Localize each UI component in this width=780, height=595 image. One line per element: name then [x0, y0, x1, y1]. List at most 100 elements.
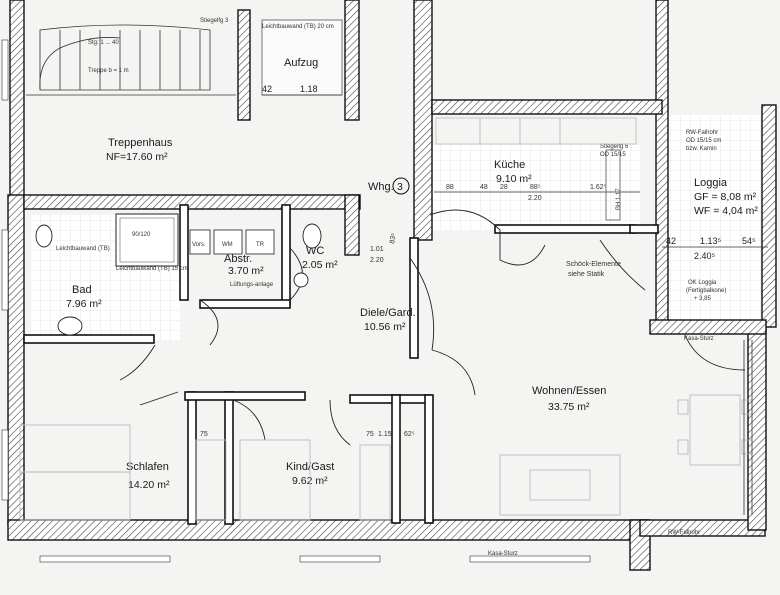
kasa-sturz-label: Kasa-Sturz — [684, 336, 714, 342]
wall-abstr-south — [199, 299, 291, 309]
wardrobe-schlafen — [195, 439, 227, 521]
dim-75-a: 75 — [200, 431, 208, 438]
wall-west-upper — [9, 0, 25, 201]
wall-west — [7, 194, 25, 526]
bh-label: BH 1,17 — [616, 188, 622, 210]
dim-220: 2.20 — [370, 257, 384, 264]
wardrobe-kind — [359, 444, 391, 521]
dim-101: 1.01 — [370, 246, 384, 253]
wall-treppenhaus-south — [23, 194, 361, 210]
rw-fallrohr-south: RW-Fallrohr — [668, 530, 700, 536]
elevator-shaft — [261, 19, 343, 96]
dim-625: 62⁵ — [404, 431, 415, 438]
dim-42-loggia: 42 — [666, 236, 676, 246]
kueche-name: Küche — [494, 159, 525, 171]
dim-115: 1.15 — [378, 431, 392, 438]
sofa-wohnen — [499, 454, 621, 516]
window-wohnen — [743, 340, 753, 515]
kueche-note-2: OD 15/15 — [600, 152, 626, 158]
windows-south — [39, 555, 591, 563]
wall-abstr-wc — [281, 204, 291, 306]
wall-bedroom-north — [184, 391, 306, 401]
bad-note-2: Leichtbauwand (TB) 15 cm — [116, 266, 188, 272]
stair-note-2: Treppe b = 1 m — [88, 68, 129, 74]
wall-south — [7, 519, 649, 541]
aufzug-note: Leichtbauwand (TB) 20 cm — [262, 24, 334, 30]
wall-east — [747, 329, 767, 531]
kueche-note-1: Stiegelfg 6 — [600, 144, 629, 150]
bad-toilet — [35, 224, 53, 248]
wohnen-name: Wohnen/Essen — [532, 385, 606, 397]
wall-core — [413, 0, 433, 241]
aufzug-name: Aufzug — [284, 57, 318, 69]
dim-1135: 1.13⁵ — [700, 236, 722, 246]
kueche-area: 9.10 m² — [496, 173, 532, 185]
dim-2405: 2.40⁵ — [694, 251, 716, 261]
wc-toilet — [302, 223, 322, 249]
wall-bad-abstr — [179, 204, 189, 301]
tub-size: 90/120 — [132, 232, 151, 238]
dim-28: 28 — [500, 184, 508, 191]
wall-bad-south — [23, 334, 155, 344]
washer-dryer — [189, 229, 275, 255]
abstr-name: Abstr. — [224, 253, 252, 265]
wall-kind-east — [391, 394, 401, 524]
ok-loggia-2: (Fertigbalkone) — [686, 288, 726, 294]
rw-note: OD 15/15 cm — [686, 138, 721, 144]
bathtub — [115, 213, 179, 267]
wall-lift-west — [237, 9, 251, 121]
ok-loggia: OK Loggia — [688, 280, 717, 286]
wall-loggia-east — [761, 104, 777, 328]
wall-kitchen-north — [431, 99, 663, 115]
whg-number: 3 — [397, 181, 403, 193]
wall-kitchen-south-end — [629, 224, 659, 234]
schoeck-label-2: siehe Statik — [568, 271, 605, 278]
stair-note-3: Stiegelfg 3 — [200, 18, 229, 24]
dim-42-lift: 42 — [262, 84, 272, 94]
dim-88: 88 — [446, 184, 454, 191]
wall-wc-east — [344, 194, 360, 256]
wall-loggia-west — [655, 0, 669, 331]
wall-kind-north — [349, 394, 431, 404]
wall-schlafen-east — [187, 391, 197, 525]
ok-loggia-3: + 3,85 — [694, 296, 712, 302]
kitchen-counter — [435, 117, 637, 221]
wall-lift-east — [344, 0, 360, 121]
loggia-gf: GF = 8,08 m² — [694, 191, 757, 203]
schoeck-label-1: Schöck-Elemente — [566, 261, 621, 268]
wall-kitchen-south — [494, 224, 636, 234]
kasa-sturz-label-south: Kasa-Sturz — [488, 551, 518, 557]
bed-kind — [239, 439, 311, 521]
bad-note: Leichtbauwand (TB) — [56, 246, 110, 252]
dim-885: 88⁵ — [530, 184, 541, 191]
windows-west — [1, 39, 9, 501]
loggia-name: Loggia — [694, 177, 728, 189]
rw-note-2: bzw. Kamin — [686, 146, 717, 152]
loggia-tiles — [668, 115, 763, 327]
wohnen-area: 33.75 m² — [548, 401, 590, 413]
wc-area: 2.05 m² — [302, 259, 338, 271]
tr-label: TR — [256, 242, 265, 248]
vors-label: Vors. — [192, 242, 206, 248]
whg-circle — [392, 177, 410, 195]
wall-diele-east — [409, 237, 419, 359]
dim-835: 83⁵ — [389, 233, 398, 245]
dim-1625: 1.62⁵ — [590, 184, 607, 191]
abstr-area: 3.70 m² — [228, 265, 264, 277]
kueche-tiles — [430, 145, 640, 230]
rw-fallrohr-label: RW-Fallrohr — [686, 130, 718, 136]
bed-schlafen — [19, 424, 131, 521]
schlafen-area: 14.20 m² — [128, 479, 170, 491]
diele-area: 10.56 m² — [364, 321, 406, 333]
stair-note-1: Stg: 1 ... 40 — [88, 40, 119, 46]
loggia-wf: WF = 4,04 m² — [694, 205, 758, 217]
wall-wohnen-west — [424, 394, 434, 524]
schlafen-name: Schlafen — [126, 461, 169, 473]
wc-sink — [293, 272, 309, 288]
whg-label: Whg. — [368, 181, 394, 193]
bad-area: 7.96 m² — [66, 298, 102, 310]
treppenhaus-area: NF=17.60 m² — [106, 151, 168, 163]
treppenhaus-name: Treppenhaus — [108, 137, 173, 149]
diele-name: Diele/Gard. — [360, 307, 416, 319]
